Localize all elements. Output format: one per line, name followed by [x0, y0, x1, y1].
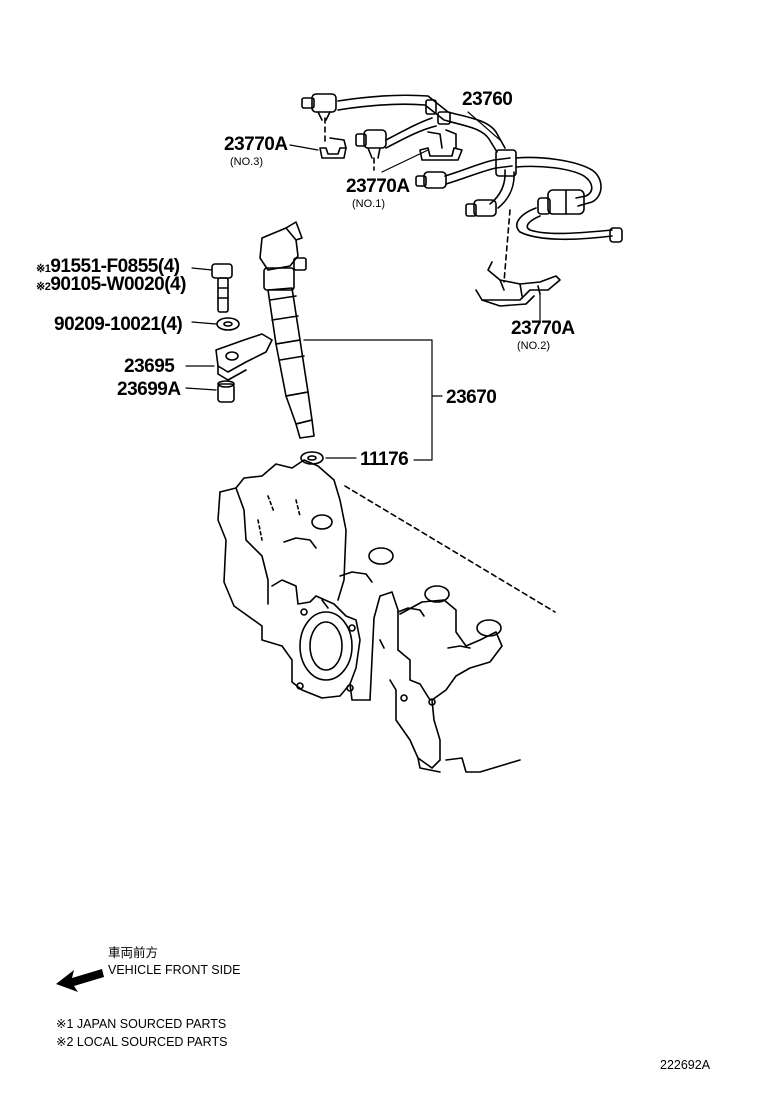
clip-no1-drawing	[419, 129, 463, 161]
label-23699a: 23699A	[117, 379, 181, 400]
leader-lines	[185, 111, 541, 461]
japan-mark: ※1	[36, 263, 51, 275]
label-23670: 23670	[446, 387, 497, 408]
front-label-en: VEHICLE FRONT SIDE	[108, 963, 241, 977]
bolt-drawing	[211, 263, 233, 313]
figure-id: 222692A	[660, 1058, 711, 1072]
label-no3: (NO.3)	[230, 156, 263, 168]
label-23770a-no3: 23770A	[224, 134, 288, 155]
front-label-jp: 車両前方	[108, 946, 159, 960]
note-japan: ※1 JAPAN SOURCED PARTS	[56, 1018, 226, 1031]
gasket-drawing	[300, 451, 324, 465]
label-23760: 23760	[462, 89, 513, 110]
leakage-pipe-drawing	[301, 93, 623, 243]
local-mark: ※2	[36, 281, 51, 293]
label-23770a-no2: 23770A	[511, 318, 575, 339]
label-23770a-no1: 23770A	[346, 176, 410, 197]
bolt-japan-part: 91551-F0855(4)	[50, 256, 180, 277]
note-japan-text: JAPAN SOURCED PARTS	[76, 1017, 227, 1031]
clip-no3-drawing	[319, 137, 347, 159]
collar-drawing	[217, 380, 235, 403]
label-23695: 23695	[124, 356, 175, 377]
note-local-text: LOCAL SOURCED PARTS	[76, 1035, 228, 1049]
washer-drawing	[216, 317, 240, 331]
note-japan-mark: ※1	[56, 1017, 74, 1031]
dashed-guides	[324, 117, 556, 613]
clamp-drawing	[215, 333, 273, 381]
label-washer: 90209-10021(4)	[54, 314, 183, 335]
label-no2: (NO.2)	[517, 340, 550, 352]
arrow-left-icon	[56, 969, 104, 992]
note-local: ※2 LOCAL SOURCED PARTS	[56, 1036, 227, 1049]
label-bolt-local: ※290105-W0020(4)	[36, 275, 186, 294]
label-11176: 11176	[360, 449, 409, 470]
cylinder-head-drawing	[217, 459, 521, 773]
label-no1: (NO.1)	[352, 198, 385, 210]
bolt-local-part: 90105-W0020(4)	[50, 274, 186, 295]
note-local-mark: ※2	[56, 1035, 74, 1049]
label-bolt-japan: ※191551-F0855(4)	[36, 257, 180, 276]
injector-drawing	[259, 221, 315, 439]
clip-no2-drawing	[475, 261, 561, 307]
